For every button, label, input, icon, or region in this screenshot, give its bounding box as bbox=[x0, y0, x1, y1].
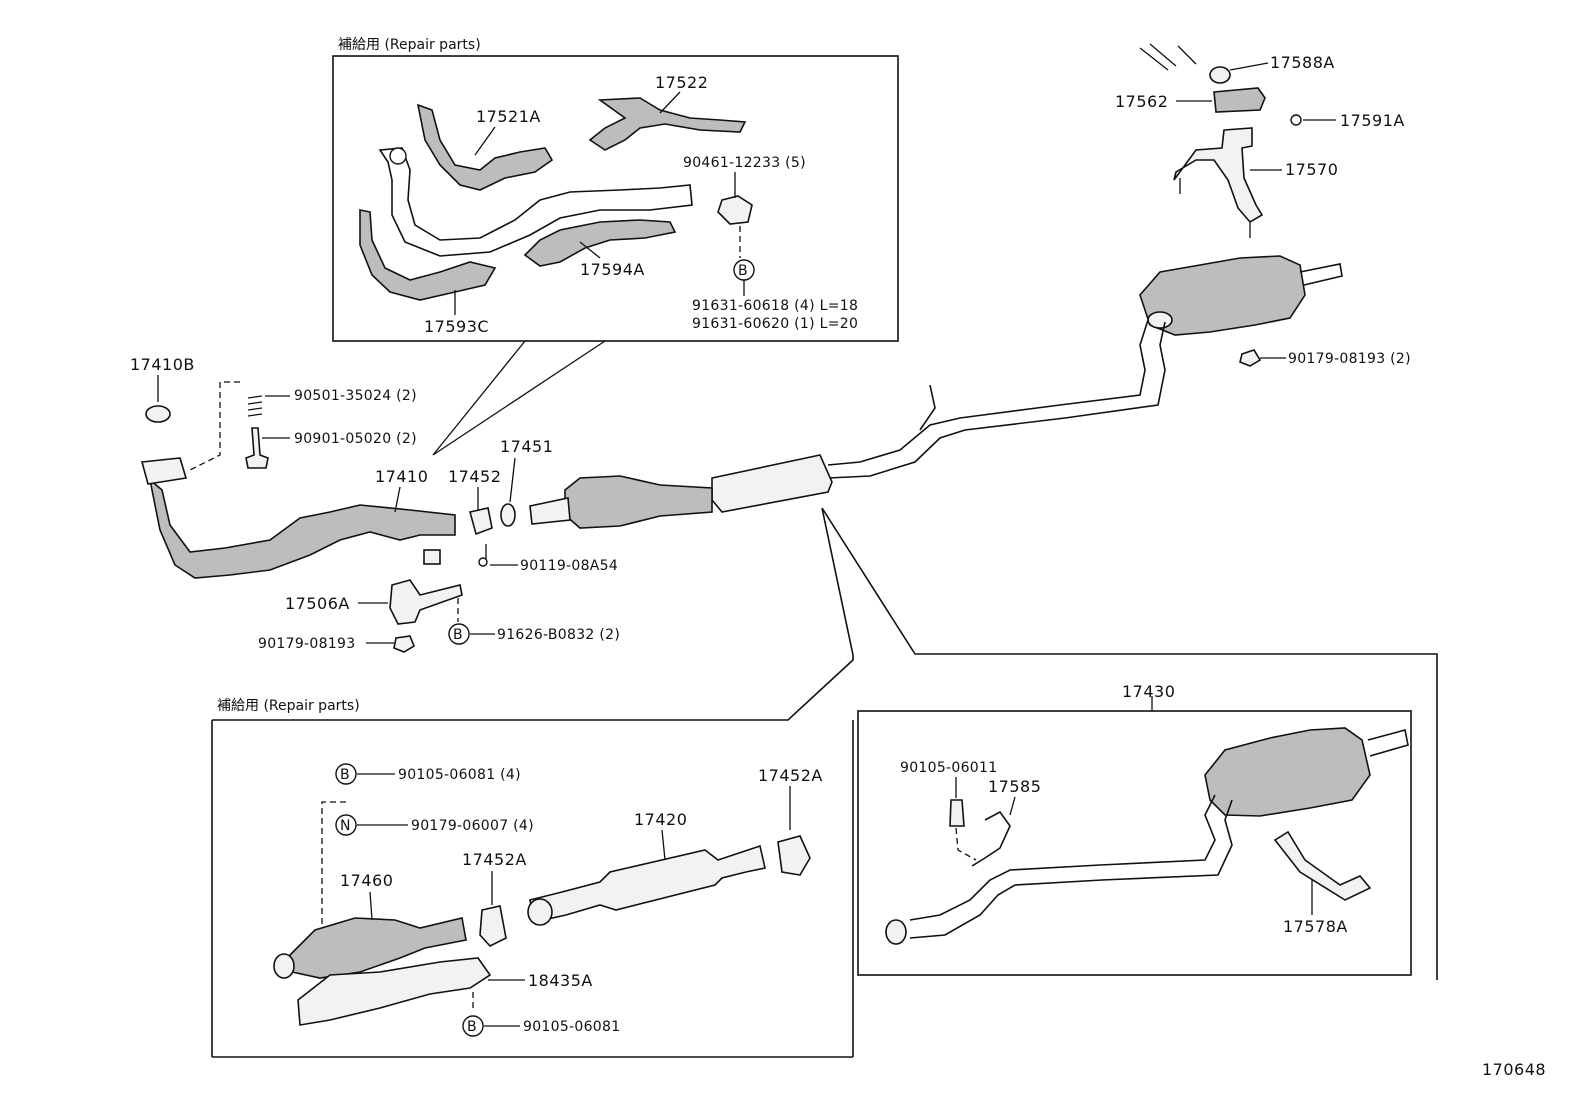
label-17452A-mid: 17452A bbox=[462, 850, 527, 869]
catalytic-converter-17460[interactable] bbox=[289, 917, 467, 979]
label-90179-08193-2: 90179-08193 (2) bbox=[1288, 351, 1411, 367]
nut-90179-08193[interactable] bbox=[393, 635, 415, 653]
label-17452A-right: 17452A bbox=[758, 766, 823, 785]
label-17521A: 17521A bbox=[476, 107, 541, 126]
label-90105-06081: 90105-06081 bbox=[523, 1019, 620, 1035]
bolt-marker-b1-text: B bbox=[340, 767, 350, 783]
label-17451: 17451 bbox=[500, 437, 553, 456]
bolt-marker-top-text: B bbox=[738, 263, 748, 279]
tail-pipe bbox=[909, 794, 1216, 921]
tail-assembly-box: 17430 90105-06011 17585 17578A bbox=[821, 507, 1438, 980]
label-91631-60618: 91631-60618 (4) L=18 bbox=[692, 298, 858, 314]
repair-parts-box-top: 補給用 (Repair parts) 17521A 17522 17594A 1… bbox=[332, 37, 899, 456]
main-exhaust-assembly: 90179-08193 (2) 17451 17452 90119-08A54 … bbox=[130, 255, 1411, 653]
label-17506A: 17506A bbox=[285, 594, 350, 613]
clamp-17452A-right[interactable] bbox=[777, 835, 811, 876]
heat-insulator-17593C[interactable] bbox=[359, 209, 497, 301]
label-90105-06011: 90105-06011 bbox=[900, 760, 997, 776]
repair-parts-caption-top: 補給用 (Repair parts) bbox=[338, 37, 481, 53]
bolt-marker-mid bbox=[448, 623, 470, 645]
sub-muffler[interactable] bbox=[711, 454, 833, 513]
clip-90461-12233[interactable] bbox=[717, 195, 753, 225]
label-90179-08193: 90179-08193 bbox=[258, 636, 355, 652]
label-90179-06007: 90179-06007 (4) bbox=[411, 818, 534, 834]
label-17420: 17420 bbox=[634, 810, 687, 829]
gasket-17410B[interactable] bbox=[145, 405, 171, 423]
front-flange bbox=[140, 457, 188, 485]
main-muffler[interactable] bbox=[1139, 255, 1306, 336]
label-90901-05020: 90901-05020 (2) bbox=[294, 431, 417, 447]
label-17460: 17460 bbox=[340, 871, 393, 890]
center-pipe bbox=[827, 319, 1149, 466]
gasket-17451[interactable] bbox=[500, 503, 516, 527]
label-17452: 17452 bbox=[448, 467, 501, 486]
heat-insulator-17594A[interactable] bbox=[523, 219, 677, 267]
tailpipe-outlet bbox=[1147, 311, 1173, 329]
bolt-marker-b2 bbox=[462, 1015, 484, 1037]
diagram-id: 170648 bbox=[1482, 1060, 1546, 1079]
label-18435A: 18435A bbox=[528, 971, 593, 990]
label-17588A: 17588A bbox=[1270, 53, 1335, 72]
label-90105-06081-4: 90105-06081 (4) bbox=[398, 767, 521, 783]
sub-muffler-pipe-17420[interactable] bbox=[529, 844, 766, 923]
label-91626-B0832: 91626-B0832 (2) bbox=[497, 627, 620, 643]
nut-17591A[interactable] bbox=[1290, 114, 1302, 126]
label-17593C: 17593C bbox=[424, 317, 489, 336]
label-17522: 17522 bbox=[655, 73, 708, 92]
label-17430: 17430 bbox=[1122, 682, 1175, 701]
catalytic-converter[interactable] bbox=[564, 475, 713, 529]
repair-parts-box-bottom: 補給用 (Repair parts) B 90105-06081 (4) N 9… bbox=[211, 507, 854, 1058]
support-17506A[interactable] bbox=[389, 579, 463, 625]
bolt-marker-b1 bbox=[335, 763, 357, 785]
bolt-90105-06011[interactable] bbox=[949, 799, 965, 827]
bracket-17585[interactable] bbox=[971, 810, 1011, 867]
hanger-17570[interactable] bbox=[1173, 127, 1264, 224]
spring-90501-35024 bbox=[247, 395, 263, 417]
label-17578A: 17578A bbox=[1283, 917, 1348, 936]
bolt-90901-05020[interactable] bbox=[245, 427, 269, 469]
heat-insulator-17522[interactable] bbox=[588, 97, 747, 151]
nut-marker-text: N bbox=[340, 818, 351, 834]
label-17410B: 17410B bbox=[130, 355, 195, 374]
front-pipe-hanger bbox=[423, 549, 441, 565]
heat-insulator-17521A[interactable] bbox=[416, 103, 554, 191]
label-90461-12233: 90461-12233 (5) bbox=[683, 155, 806, 171]
label-90501-35024: 90501-35024 (2) bbox=[294, 388, 417, 404]
label-90119-08A54: 90119-08A54 bbox=[520, 558, 618, 574]
repair-parts-caption-bottom: 補給用 (Repair parts) bbox=[217, 698, 360, 714]
label-17410: 17410 bbox=[375, 467, 428, 486]
label-17585: 17585 bbox=[988, 777, 1041, 796]
cushion-17588A[interactable] bbox=[1209, 66, 1231, 84]
bolt-marker-mid-text: B bbox=[453, 627, 463, 643]
label-17591A: 17591A bbox=[1340, 111, 1405, 130]
flange-gasket-repair bbox=[389, 147, 407, 165]
heat-insulator-18435A[interactable] bbox=[297, 957, 492, 1026]
bracket-17562[interactable] bbox=[1213, 87, 1266, 113]
clamp-17452A-mid[interactable] bbox=[479, 905, 507, 947]
nut-90179-08193-rear[interactable] bbox=[1239, 349, 1262, 367]
label-17562: 17562 bbox=[1115, 92, 1168, 111]
label-17594A: 17594A bbox=[580, 260, 645, 279]
strap-17578A[interactable] bbox=[1273, 830, 1372, 901]
bolt-marker-b2-text: B bbox=[467, 1019, 477, 1035]
label-91631-60620: 91631-60620 (1) L=20 bbox=[692, 316, 858, 332]
tail-muffler-17430[interactable] bbox=[1204, 727, 1371, 817]
hanger-group: 17588A 17562 17591A 17570 bbox=[1115, 43, 1405, 238]
nut-marker bbox=[335, 814, 357, 836]
label-17570: 17570 bbox=[1285, 160, 1338, 179]
front-pipe-repair bbox=[378, 147, 693, 257]
bolt-90119-08A54[interactable] bbox=[478, 557, 488, 567]
front-exhaust-pipe-17410[interactable] bbox=[148, 477, 456, 579]
clamp-17452[interactable] bbox=[469, 507, 493, 536]
